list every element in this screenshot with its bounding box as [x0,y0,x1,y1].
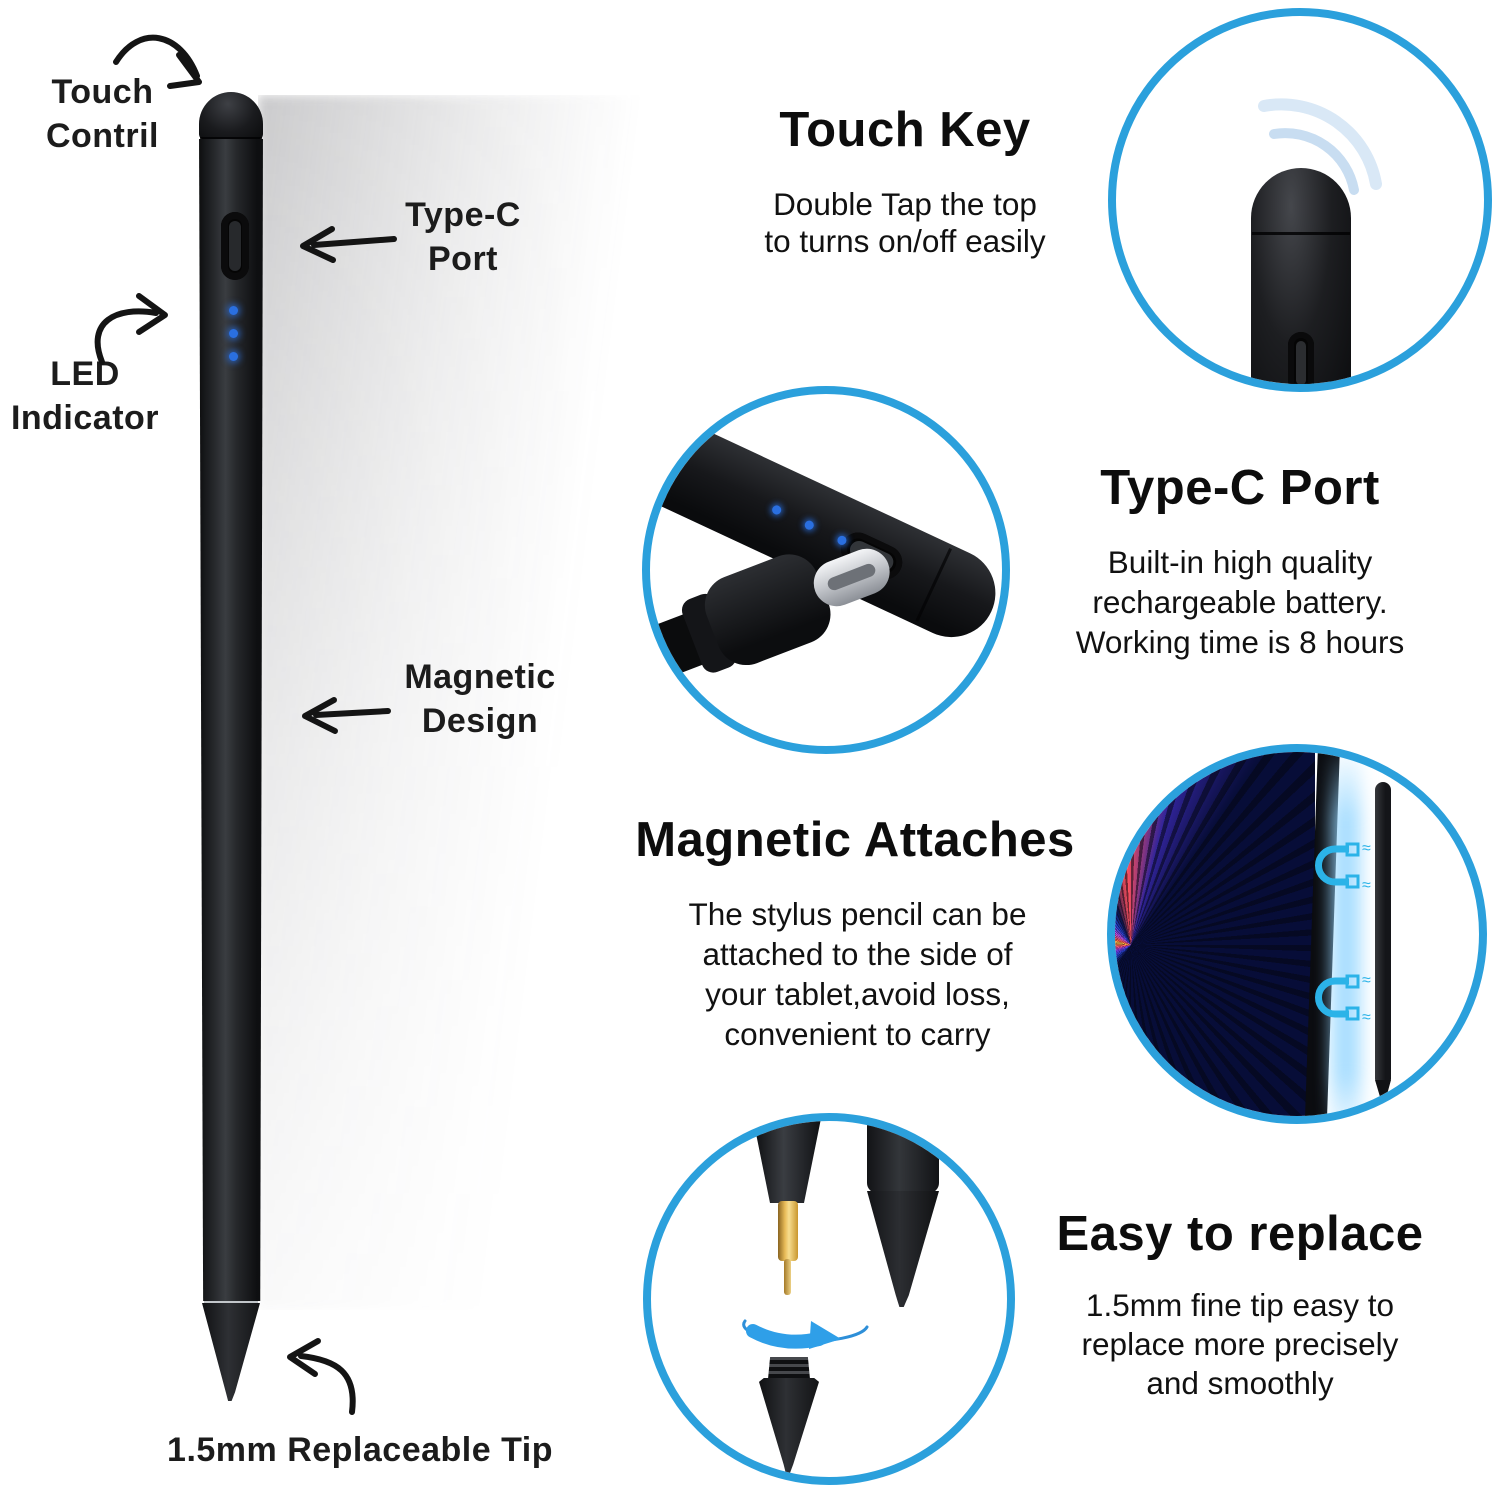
body-line: convenient to carry [724,1016,991,1052]
label-replaceable-tip: 1.5mm Replaceable Tip [167,1431,553,1469]
stylus-pen-graphic [197,92,265,1404]
body-line: to turns on/off easily [764,223,1046,259]
pen-cap-seam [200,137,262,140]
body-line: The stylus pencil can be [688,896,1027,932]
label-line: Design [421,702,539,740]
led-dot [229,352,238,361]
rotation-arrow-icon [742,1319,869,1349]
floating-pen [1375,782,1391,1082]
magnetic-attaches-description: The stylus pencil can be attached to the… [630,894,1085,1054]
floating-pen-tip [1375,1080,1391,1108]
label-line: Magnetic [404,658,556,696]
body-line: attached to the side of [702,936,1013,972]
pen-tip-cone [202,1303,260,1401]
led-dot [229,306,238,315]
body-line: 1.5mm fine tip easy to [1085,1287,1395,1323]
magnetic-glow [1331,752,1361,1116]
replace-tip-feature-circle [643,1113,1015,1485]
label-line: Indicator [10,399,160,437]
tap-glow-arcs-icon [1258,98,1382,195]
label-line: LED [50,355,120,393]
magnet-wave-glyph: ≈ [1362,1009,1371,1024]
tablet-screen [1115,752,1315,1116]
pen-port-closeup-pin [1296,341,1306,384]
label-type-c-port: Type-C Port [388,193,538,281]
body-line: your tablet,avoid loss, [705,976,1010,1012]
replacement-tip-threads [768,1357,810,1379]
body-line: Double Tap the top [773,186,1037,222]
pen-ferrule [753,1121,821,1203]
touch-key-title: Touch Key [779,103,1031,157]
type-c-port-title: Type-C Port [1100,461,1380,515]
magnet-icon: ≈ ≈ [1315,972,1371,1024]
magnetic-feature-circle: ≈ ≈ ≈ ≈ [1107,744,1487,1124]
label-led-indicator: LED Indicator [5,352,165,440]
magnetic-attaches-title: Magnetic Attaches [635,813,1075,867]
pen-tip-seam [204,1301,258,1303]
body-line: Built-in high quality [1107,544,1373,580]
label-line: Type-C [405,196,521,234]
magnet-icon: ≈ ≈ [1315,840,1371,892]
replacement-tip-cone [759,1378,819,1474]
label-line: Touch [51,73,154,111]
label-magnetic-design: Magnetic Design [395,655,565,743]
body-line: rechargeable battery. [1092,584,1388,620]
type-c-port-description: Built-in high quality rechargeable batte… [1025,542,1455,662]
touch-key-description: Double Tap the top to turns on/off easil… [720,186,1090,260]
body-line: replace more precisely [1081,1326,1399,1362]
easy-replace-description: 1.5mm fine tip easy to replace more prec… [1040,1286,1440,1403]
type-c-port-opening [221,212,249,280]
type-c-port-pin [229,221,241,271]
magnet-wave-glyph: ≈ [1362,877,1371,892]
assembled-tip-collar [867,1121,939,1193]
charging-feature-circle [642,386,1010,754]
gold-screw-pin [784,1259,791,1295]
assembled-tip-cone [867,1191,939,1307]
label-line: Contril [45,117,160,155]
touch-key-feature-circle [1108,8,1492,392]
label-line: Port [428,240,498,278]
replaceable-tip-arrow [287,1338,356,1415]
pen-touch-cap [199,92,263,140]
label-touch-control: Touch Contril [25,70,180,158]
easy-replace-title: Easy to replace [1056,1207,1424,1261]
gold-screw-post [778,1201,798,1261]
led-indicator-lights [229,306,238,375]
pen-cap-closeup-seam [1252,232,1350,235]
body-line: and smoothly [1146,1365,1334,1401]
pen-port-closeup [1288,332,1314,384]
body-line: Working time is 8 hours [1075,624,1405,660]
led-dot [229,329,238,338]
magnet-wave-glyph: ≈ [1362,840,1371,857]
magnet-wave-glyph: ≈ [1362,972,1371,989]
